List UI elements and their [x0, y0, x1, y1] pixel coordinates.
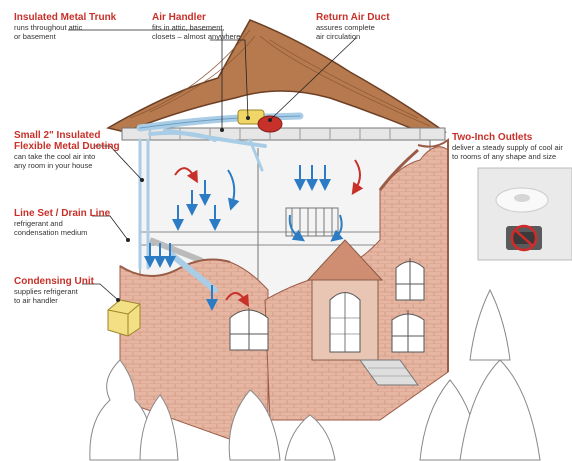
callout-title: Insulated Metal Trunk: [14, 12, 117, 23]
callout-desc-line1: deliver a steady supply of cool air: [452, 143, 563, 152]
callout-flexible-ducting: Small 2" Insulated Flexible Metal Ductin…: [14, 130, 120, 170]
roof: [105, 19, 447, 137]
callout-desc-line2: any room in your house: [14, 161, 93, 170]
callout-title: Condensing Unit: [14, 276, 94, 287]
callout-desc-line1: runs throughout attic: [14, 23, 83, 32]
callout-condensing-unit: Condensing Unit supplies refrigerant to …: [14, 276, 94, 305]
callout-title-line1: Small 2" Insulated: [14, 130, 101, 141]
outlet-inset-photo: [477, 167, 572, 261]
stair-railing: [285, 207, 339, 237]
callout-desc-line2: air circulation: [316, 32, 361, 41]
callout-desc-line1: refrigerant and: [14, 219, 63, 228]
airflow-arrows: [144, 159, 364, 311]
trees: [89, 288, 541, 461]
callout-desc-line1: can take the cool air into: [14, 152, 96, 161]
callout-line-set: Line Set / Drain Line refrigerant and co…: [14, 208, 110, 237]
callout-desc-line2: to air handler: [14, 296, 58, 305]
condensing-unit: [107, 299, 141, 337]
callout-desc-line2: closets – almost anywhere: [152, 32, 241, 41]
callout-desc-line2: or basement: [14, 32, 56, 41]
callout-two-inch-outlets: Two-Inch Outlets deliver a steady supply…: [452, 132, 563, 161]
callout-insulated-metal-trunk: Insulated Metal Trunk runs throughout at…: [14, 12, 116, 41]
return-air-duct: [257, 115, 283, 133]
callout-title: Return Air Duct: [316, 12, 390, 23]
callout-desc-line1: supplies refrigerant: [14, 287, 78, 296]
callout-title: Line Set / Drain Line: [14, 208, 111, 219]
callout-desc-line1: fits in attic, basement,: [152, 23, 225, 32]
callout-title-line2: Flexible Metal Ducting: [14, 141, 120, 152]
callout-leader-lines: [68, 29, 357, 301]
front-portico: [306, 239, 419, 386]
insulated-trunk-ducting: [136, 112, 304, 293]
callout-air-handler: Air Handler fits in attic, basement, clo…: [152, 12, 240, 41]
callout-desc-line2: to rooms of any shape and size: [452, 152, 557, 161]
callout-title: Two-Inch Outlets: [452, 132, 533, 143]
callout-desc-line1: assures complete: [316, 23, 375, 32]
callout-desc-line2: condensation medium: [14, 228, 88, 237]
callout-return-air-duct: Return Air Duct assures complete air cir…: [316, 12, 390, 41]
callout-title: Air Handler: [152, 12, 206, 23]
facade-windows: [229, 258, 425, 353]
